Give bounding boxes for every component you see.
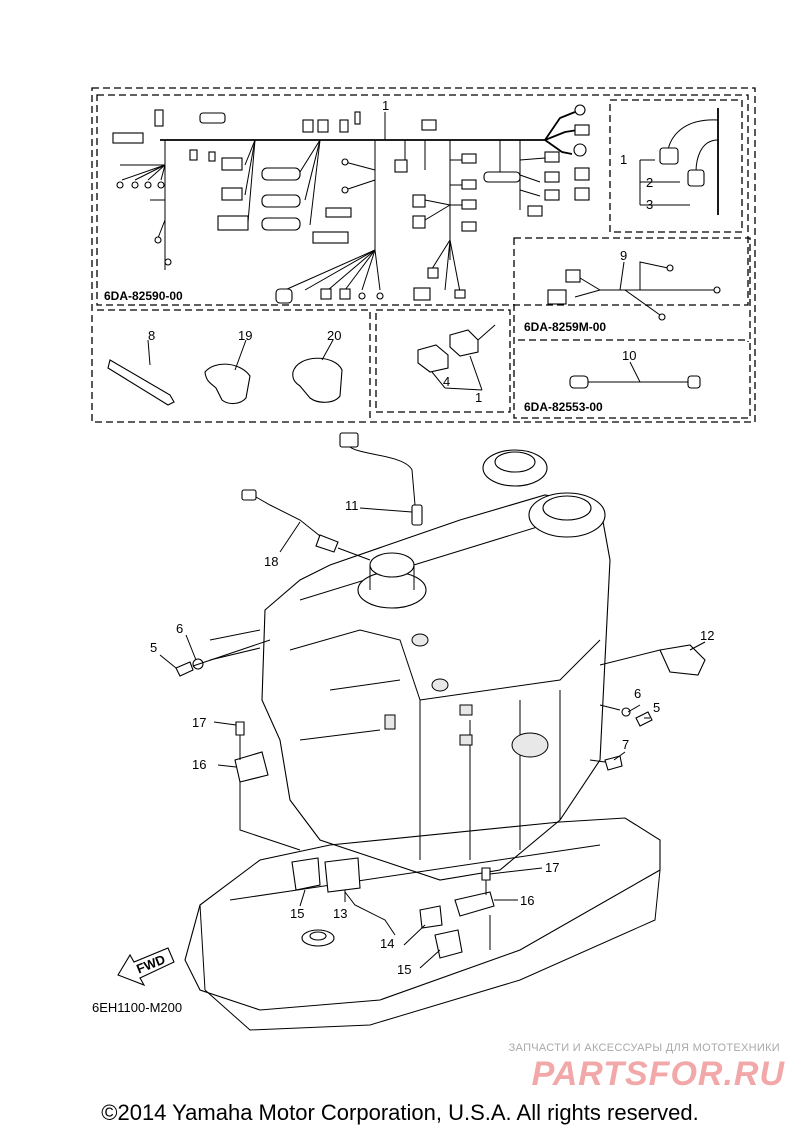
main-wire-harness [112, 104, 590, 304]
label-19: 19 [238, 328, 252, 343]
label-14: 14 [380, 936, 394, 951]
label-4: 4 [443, 374, 450, 389]
watermark-tagline: ЗАПЧАСТИ И АКСЕССУАРЫ ДЛЯ МОТОТЕХНИКИ [508, 1042, 780, 1054]
bracket-16-right [454, 867, 495, 950]
engine-block [261, 449, 611, 881]
code-sub-harness: 6DA-8259M-00 [524, 320, 606, 334]
clamps [107, 357, 343, 406]
watermark-brand: PARTSFOR.RU [531, 1055, 785, 1093]
switch-14-15 [419, 905, 463, 959]
relay-assembly [639, 108, 719, 215]
bolts-left [175, 629, 271, 677]
label-20: 20 [327, 328, 341, 343]
label-17-left: 17 [192, 715, 206, 730]
code-lead-wire: 6DA-82553-00 [524, 400, 603, 414]
label-9: 9 [620, 248, 627, 263]
label-3: 3 [646, 197, 653, 212]
group-frames [91, 87, 756, 423]
label-15-right: 15 [397, 962, 411, 977]
code-main-harness: 6DA-82590-00 [104, 289, 183, 303]
label-8: 8 [148, 328, 155, 343]
sub-harness [547, 261, 721, 321]
sensor-12 [599, 644, 706, 676]
sensor-11 [339, 432, 423, 526]
copyright-notice: ©2014 Yamaha Motor Corporation, U.S.A. A… [101, 1100, 699, 1125]
label-5-left: 5 [150, 640, 157, 655]
label-13: 13 [333, 906, 347, 921]
label-2: 2 [646, 175, 653, 190]
bolts-right [589, 704, 653, 771]
label-17-right: 17 [545, 860, 559, 875]
label-7: 7 [622, 737, 629, 752]
label-15-left: 15 [290, 906, 304, 921]
connector-cap [417, 324, 496, 391]
bracket-16-left [234, 721, 301, 851]
label-11: 11 [345, 498, 359, 513]
bottom-cowling [184, 817, 661, 1031]
label-10: 10 [622, 348, 636, 363]
fwd-arrow: FWD [117, 947, 175, 987]
cable-18 [241, 489, 371, 561]
label-16-right: 16 [520, 893, 534, 908]
label-12: 12 [700, 628, 714, 643]
label-5-right: 5 [653, 700, 660, 715]
switch-13-15 [291, 857, 396, 936]
label-1-cap: 1 [475, 390, 482, 405]
figure-code: 6EH1100-M200 [92, 1000, 182, 1015]
group-codes: 6DA-82590-00 6DA-8259M-00 6DA-82553-00 6… [92, 289, 606, 1015]
leader-lines [147, 112, 706, 969]
label-1-relay: 1 [620, 152, 627, 167]
lead-wire [569, 375, 701, 389]
label-1: 1 [382, 98, 389, 113]
label-6-right: 6 [634, 686, 641, 701]
label-16-left: 16 [192, 757, 206, 772]
label-6-left: 6 [176, 621, 183, 636]
label-18: 18 [264, 554, 278, 569]
part-labels: 1 1 1 2 3 4 5 5 6 6 7 8 9 10 11 12 13 14… [148, 98, 714, 977]
